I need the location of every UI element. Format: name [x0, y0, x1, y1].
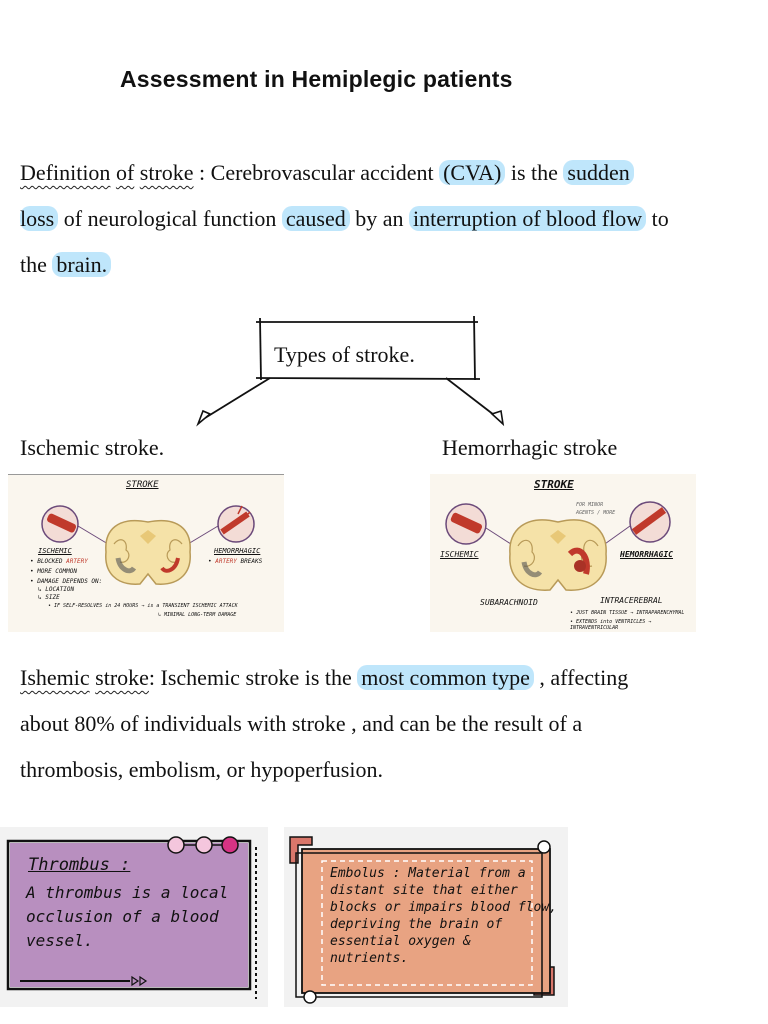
embolus-body: Embolus : Material from a distant site t… [330, 865, 557, 967]
embolus-line: essential oxygen & [330, 934, 471, 949]
embolus-line: nutrients. [330, 951, 409, 966]
bullet-text-red: ARTERY [215, 558, 237, 565]
ischemic-text: , affecting [533, 665, 629, 690]
definition-text: to [646, 206, 669, 231]
left-arrow-line [204, 377, 271, 419]
definition-paragraph: Definition of stroke : Cerebrovascular a… [20, 150, 760, 288]
bullet-text: IF SELF-RESOLVES in 24 HOURS → is a TRAN… [54, 603, 238, 609]
definition-text: by an [349, 206, 409, 231]
bullet-text: SIZE [45, 594, 60, 601]
hemorrhagic-stroke-heading: Hemorrhagic stroke [442, 435, 618, 460]
right-arrowhead [490, 409, 505, 427]
left-hemorrhagic-label: HEMORRHAGIC [214, 547, 261, 555]
ischemic-paragraph: Ishemic stroke: Ischemic stroke is the m… [20, 655, 760, 793]
left-bullet-4: • IF SELF-RESOLVES in 24 HOURS → is a TR… [48, 603, 238, 609]
highlight-loss: loss [20, 206, 59, 231]
left-ischemic-label: ISCHEMIC [38, 547, 72, 555]
brain-illustration-right [445, 501, 671, 591]
right-bullet-1: • JUST BRAIN TISSUE → INTRAPARENCHYMAL [570, 610, 685, 616]
embolus-line: blocks or impairs blood flow, [330, 900, 557, 915]
right-small-note-2: AGENTS / MORE [576, 510, 616, 516]
right-small-note-1: FOR MINOR [576, 502, 604, 508]
thrombus-note-card: Thrombus : A thrombus is a local occlusi… [0, 827, 268, 1007]
highlight-sudden: sudden [563, 160, 634, 185]
thrombus-body: A thrombus is a local occlusion of a blo… [26, 881, 228, 953]
embolus-line: distant site that either [330, 883, 518, 898]
subarachnoid-label: SUBARACHNOID [480, 598, 538, 607]
thrombus-line: A thrombus is a local [26, 883, 229, 902]
ischemic-text: : Ischemic stroke is the [148, 665, 358, 690]
left-bullet-5: ↳ MINIMAL LONG-TERM DAMAGE [158, 612, 237, 618]
right-bullet-2: • EXTENDS into VENTRICLES → INTRAVENTRIC… [570, 619, 652, 631]
bullet-text: MINIMAL LONG-TERM DAMAGE [164, 612, 237, 618]
definition-line-1: Definition of stroke : Cerebrovascular a… [20, 150, 760, 196]
bullet-text: BREAKS [240, 558, 263, 565]
left-bullet-1: • BLOCKED ARTERY [30, 558, 88, 565]
ischemic-line-2: about 80% of individuals with stroke , a… [20, 711, 583, 736]
embolus-line: Embolus : Material from a [330, 866, 526, 881]
embolus-note-card: Embolus : Material from a distant site t… [284, 827, 568, 1007]
box-bottom-edge [255, 377, 481, 380]
ischemic-line-1: Ishemic stroke: Ischemic stroke is the m… [20, 655, 760, 701]
ischemic-stroke-illustration: STROKE ISCHEMIC HEMORRHAGIC • BLOCKED AR… [8, 474, 284, 632]
ischemic-stroke-heading: Ischemic stroke. [20, 435, 165, 460]
hemorrhagic-stroke-illustration: STROKE FOR MINOR AGENTS / MORE ISCHEMIC … [430, 474, 696, 632]
definition-term-of: of [115, 160, 135, 185]
bullet-text-red: ARTERY [66, 558, 88, 565]
box-right-edge [473, 315, 476, 381]
definition-text: of neurological function [58, 206, 282, 231]
definition-text: : Cerebrovascular accident [193, 160, 440, 185]
highlight-interruption: interruption of blood flow [408, 206, 647, 231]
right-hemorrhagic-label: HEMORRHAGIC [620, 550, 673, 559]
thrombus-heading: Thrombus : [28, 855, 131, 875]
bullet-text: EXTENDS into VENTRICLES → INTRAVENTRICUL… [570, 619, 652, 631]
page-title: Assessment in Hemiplegic patients [120, 66, 513, 92]
highlight-cva: (CVA) [439, 160, 506, 185]
left-bullet-2: • MORE COMMON [30, 568, 77, 575]
definition-line-2: loss of neurological function caused by … [20, 196, 760, 242]
embolus-card-frame [289, 836, 555, 1004]
brain-illustration-left [41, 505, 255, 585]
divider [8, 474, 284, 475]
left-image-title: STROKE [126, 480, 159, 490]
intracerebral-label: INTRACEREBRAL [600, 596, 663, 605]
definition-text: is the [505, 160, 564, 185]
right-arrow-line [445, 377, 499, 419]
highlight-brain: brain. [52, 252, 112, 277]
definition-term-stroke: stroke [139, 160, 194, 185]
bullet-text: LOCATION [45, 586, 75, 593]
right-image-title: STROKE [534, 478, 574, 491]
bullet-text: BLOCKED [37, 558, 63, 565]
left-bullet-3a: ↳ LOCATION [38, 586, 75, 593]
types-of-stroke-label: Types of stroke. [274, 342, 415, 367]
thrombus-line: vessel. [26, 931, 94, 950]
ischemic-line-3: thrombosis, embolism, or hypoperfusion. [20, 757, 383, 782]
bullet-text: DAMAGE DEPENDS ON: [37, 578, 103, 585]
box-left-edge [259, 317, 262, 381]
thrombus-card-frame [6, 836, 257, 999]
types-diagram [196, 315, 505, 427]
bullet-text: JUST BRAIN TISSUE → INTRAPARENCHYMAL [576, 610, 685, 616]
left-hemorrhagic-bullet: • ARTERY BREAKS [208, 558, 263, 565]
embolus-line: depriving the brain of [330, 917, 503, 932]
right-ischemic-label: ISCHEMIC [440, 550, 479, 559]
definition-text: the [20, 252, 53, 277]
ischemic-term: Ishemic [20, 665, 90, 690]
highlight-caused: caused [281, 206, 350, 231]
definition-term: Definition [20, 160, 111, 185]
left-bullet-3b: ↳ SIZE [38, 594, 60, 601]
definition-line-3: the brain. [20, 242, 760, 288]
left-bullet-3: • DAMAGE DEPENDS ON: [30, 578, 103, 585]
bullet-text: MORE COMMON [37, 568, 77, 575]
ischemic-term-stroke: stroke [95, 665, 149, 690]
thrombus-line: occlusion of a blood [26, 907, 219, 926]
left-arrowhead [196, 409, 212, 427]
highlight-most-common: most common type [357, 665, 534, 690]
